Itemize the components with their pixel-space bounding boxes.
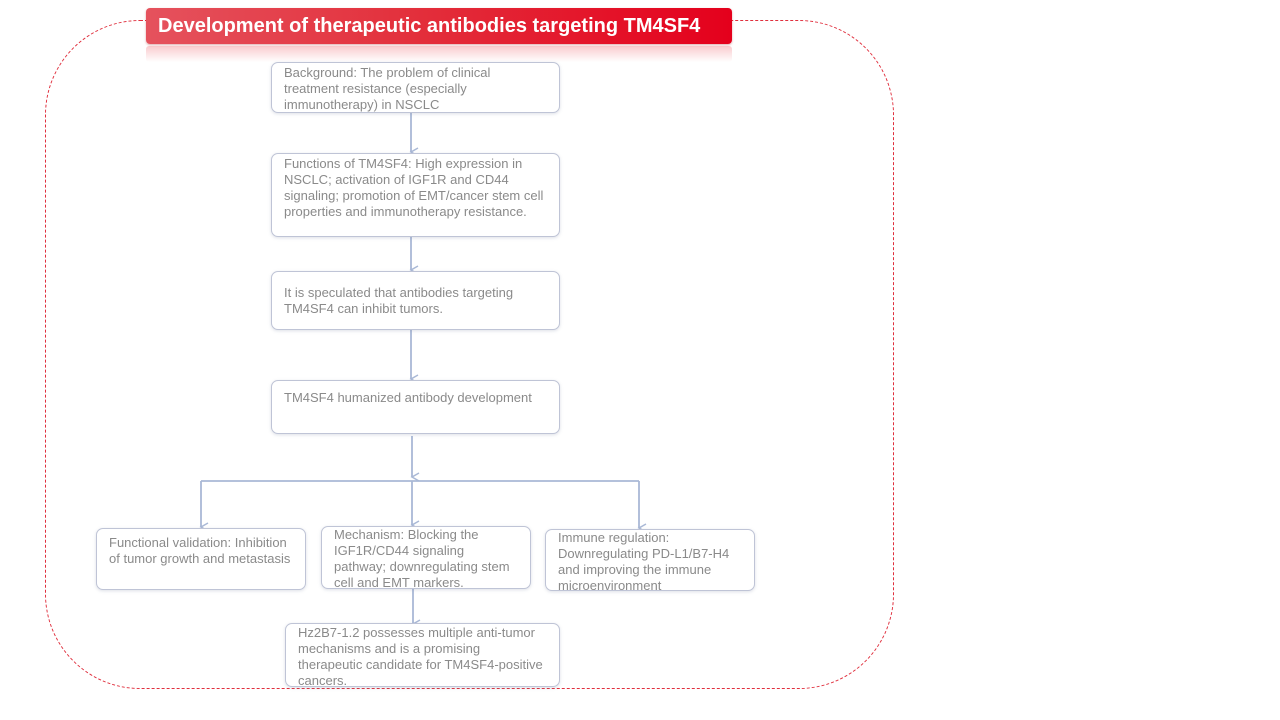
page-title: Development of therapeutic antibodies ta… xyxy=(146,8,732,44)
title-reflection xyxy=(146,46,732,62)
node-hypothesis: It is speculated that antibodies targeti… xyxy=(271,271,560,330)
node-functional-validation: Functional validation: Inhibition of tum… xyxy=(96,528,306,590)
node-immune-regulation: Immune regulation: Downregulating PD-L1/… xyxy=(545,529,755,591)
node-mechanism: Mechanism: Blocking the IGF1R/CD44 signa… xyxy=(321,526,531,589)
node-background: Background: The problem of clinical trea… xyxy=(271,62,560,113)
node-development: TM4SF4 humanized antibody development xyxy=(271,380,560,434)
node-functions: Functions of TM4SF4: High expression in … xyxy=(271,153,560,237)
node-conclusion: Hz2B7-1.2 possesses multiple anti-tumor … xyxy=(285,623,560,687)
